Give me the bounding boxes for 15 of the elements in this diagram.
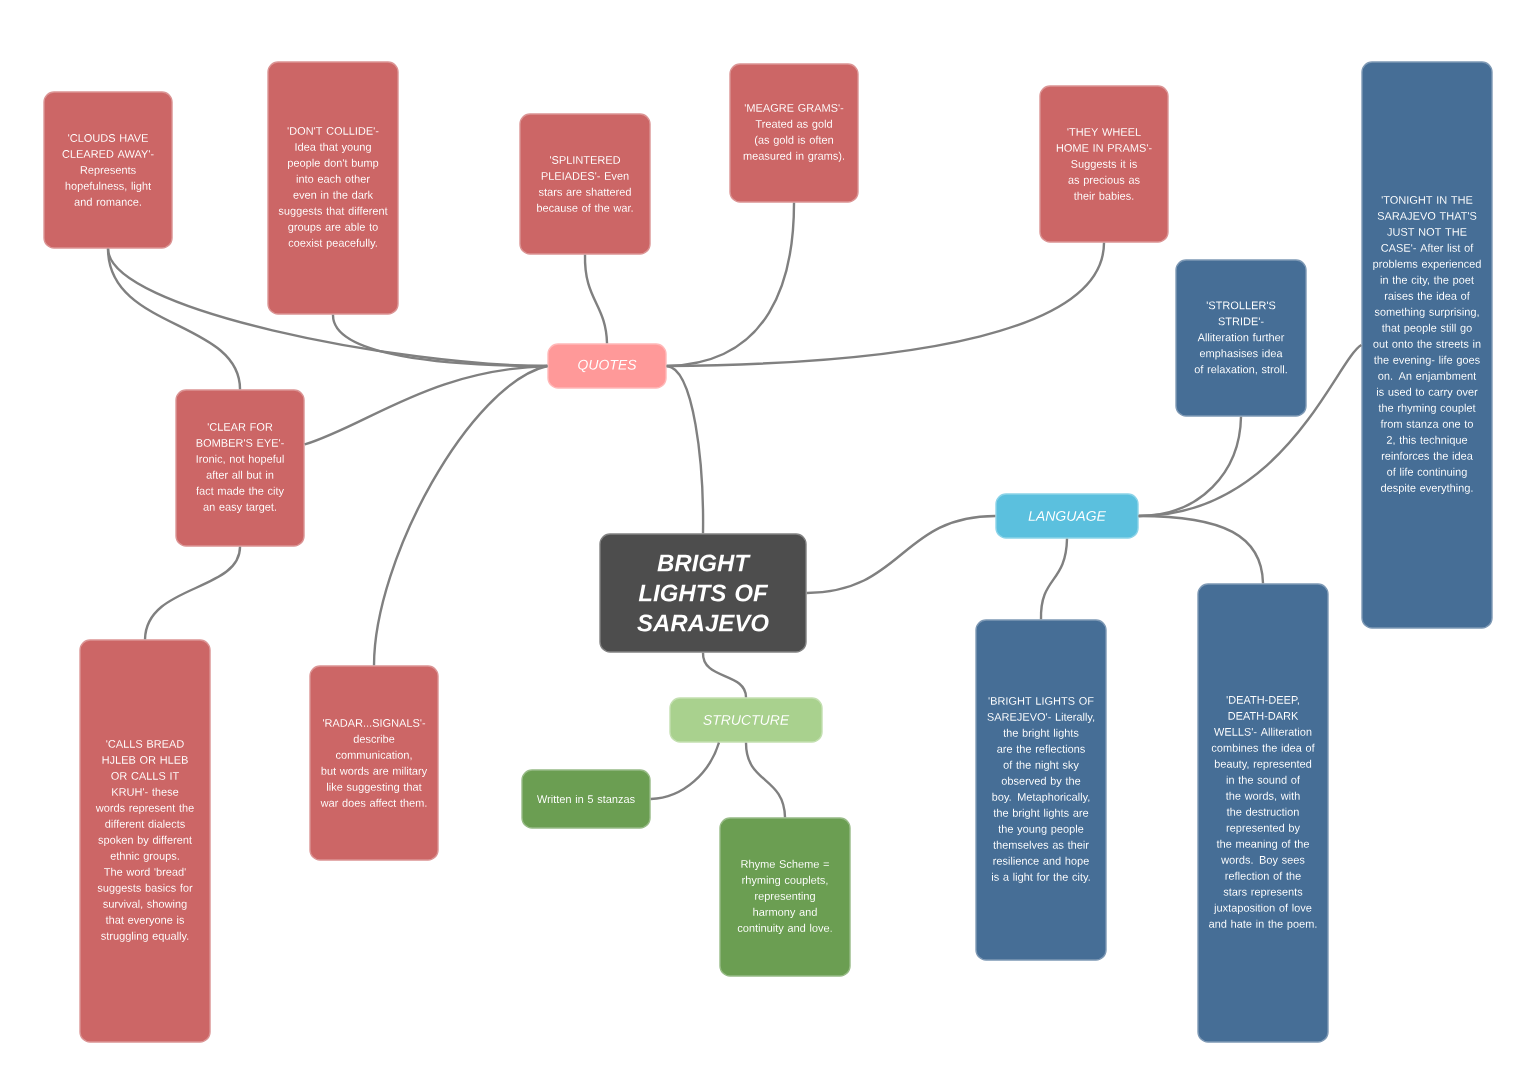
- connector-line: [666, 202, 796, 368]
- connector-line: [372, 364, 548, 666]
- connector-line: [701, 652, 748, 698]
- connector-line: [106, 248, 242, 390]
- connector-line: [806, 514, 996, 595]
- connector-line: [650, 742, 721, 801]
- connector-line: [143, 546, 242, 640]
- connector-line: [583, 254, 609, 344]
- connector-line: [1039, 538, 1069, 620]
- connector-line: [666, 242, 1106, 368]
- central-topic-box: BRIGHT LIGHTS OF SARAJEVO: [599, 533, 807, 653]
- connector-line: [1138, 514, 1265, 584]
- connector-line: [304, 364, 548, 446]
- connector-line: [666, 364, 705, 534]
- connector-line: [744, 742, 787, 818]
